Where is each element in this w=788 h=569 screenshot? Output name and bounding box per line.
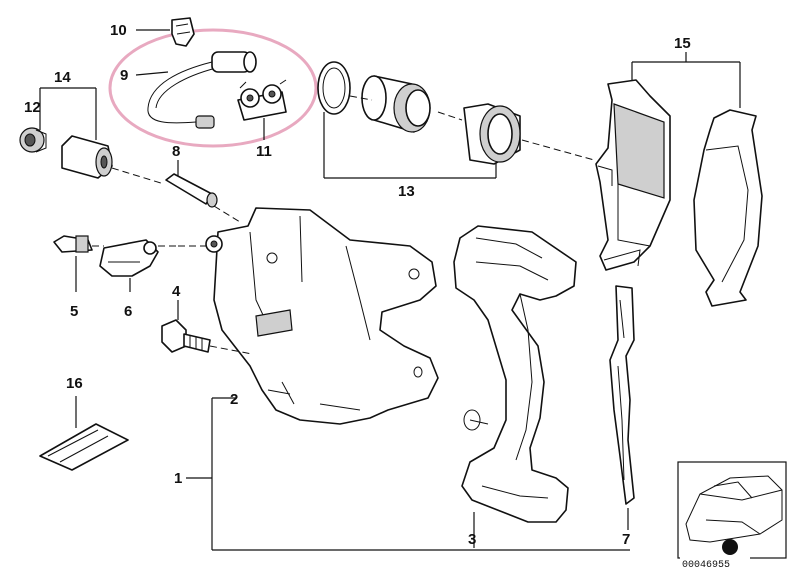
callout-8: 8 bbox=[172, 143, 180, 160]
callout-15: 15 bbox=[674, 35, 691, 52]
part-2-caliper-housing[interactable] bbox=[205, 207, 439, 425]
callout-3: 3 bbox=[468, 531, 476, 548]
callout-2: 2 bbox=[230, 391, 238, 408]
callout-11: 11 bbox=[256, 143, 272, 160]
callout-13: 13 bbox=[398, 183, 415, 200]
part-8-guide-bolt[interactable] bbox=[165, 173, 218, 208]
part-10-clip[interactable] bbox=[171, 17, 195, 47]
vehicle-thumbnail[interactable]: 00046955 bbox=[677, 461, 787, 569]
part-13-dust-boot[interactable] bbox=[463, 103, 521, 165]
callout-6: 6 bbox=[124, 303, 132, 320]
callout-1: 1 bbox=[174, 470, 182, 487]
thumbnail-ref-number: 00046955 bbox=[682, 560, 730, 569]
part-13-seal-ring[interactable] bbox=[317, 61, 351, 115]
part-9-wear-sensor[interactable] bbox=[147, 51, 257, 129]
part-16-grease-packet[interactable] bbox=[39, 423, 129, 471]
callout-4: 4 bbox=[172, 283, 181, 300]
part-7-pad-spring[interactable] bbox=[609, 285, 635, 505]
callout-10: 10 bbox=[110, 22, 127, 39]
callout-5: 5 bbox=[70, 303, 78, 320]
callout-14: 14 bbox=[54, 69, 71, 86]
part-4-bolt[interactable] bbox=[161, 319, 211, 353]
part-11-holder[interactable] bbox=[237, 79, 287, 121]
part-12-cap[interactable] bbox=[19, 127, 47, 153]
part-15-inner-brake-pad[interactable] bbox=[595, 79, 671, 271]
callout-12: 12 bbox=[24, 99, 41, 116]
part-3-carrier-bracket[interactable] bbox=[453, 225, 577, 523]
part-13-piston[interactable] bbox=[361, 75, 431, 133]
callout-7: 7 bbox=[622, 531, 630, 548]
callout-9: 9 bbox=[120, 67, 128, 84]
part-15-outer-brake-pad[interactable] bbox=[693, 109, 763, 307]
highlight-ellipse bbox=[108, 28, 318, 148]
part-14-guide-sleeve[interactable] bbox=[61, 135, 113, 179]
part-6-spring-clip[interactable] bbox=[99, 239, 159, 277]
part-5-bleeder-screw[interactable] bbox=[53, 235, 93, 253]
callout-16: 16 bbox=[66, 375, 83, 392]
